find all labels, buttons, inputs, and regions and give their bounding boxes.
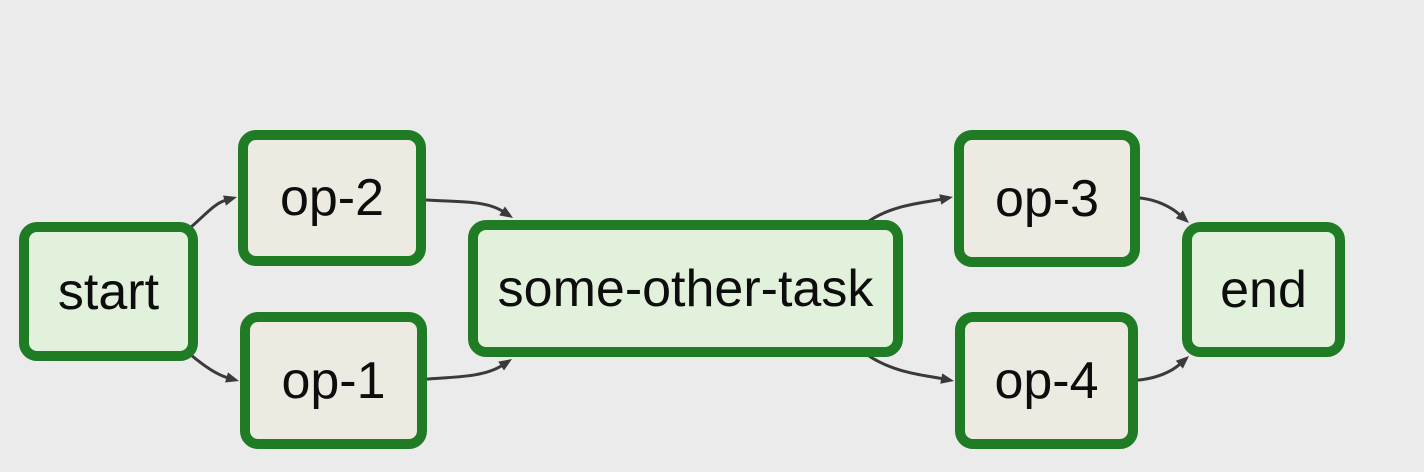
edge-some-other-task-op-3: [867, 197, 943, 223]
node-label: some-other-task: [497, 259, 874, 318]
dag-node-some-other-task[interactable]: some-other-task: [468, 220, 903, 357]
edge-op-4-end: [1137, 362, 1182, 382]
dag-node-start[interactable]: start: [19, 222, 198, 361]
node-label: op-1: [281, 351, 386, 410]
dag-node-op-1[interactable]: op-1: [240, 312, 427, 449]
node-label: op-2: [279, 169, 385, 227]
arrowhead-start-op-2: [223, 195, 237, 206]
arrowhead-op-4-end: [1175, 356, 1189, 369]
dag-node-op-2[interactable]: op-2: [238, 130, 426, 266]
edge-start-op-2: [189, 198, 227, 229]
dag-node-end[interactable]: end: [1182, 222, 1345, 357]
node-label: op-4: [994, 351, 1099, 410]
arrowhead-op-2-some-other-task: [499, 206, 513, 218]
edge-op-1-some-other-task: [426, 364, 504, 381]
arrowhead-some-other-task-op-3: [939, 194, 953, 205]
edge-some-other-task-op-4: [867, 354, 944, 381]
edge-start-op-1: [189, 353, 229, 380]
arrowhead-op-1-some-other-task: [498, 359, 512, 371]
node-label: end: [1220, 260, 1307, 319]
dag-node-op-4[interactable]: op-4: [955, 312, 1138, 449]
dag-node-op-3[interactable]: op-3: [954, 130, 1140, 267]
edge-op-3-end: [1138, 196, 1182, 217]
arrowhead-some-other-task-op-4: [940, 373, 954, 384]
arrowhead-start-op-1: [225, 372, 239, 383]
node-label: op-3: [994, 169, 1100, 228]
arrowhead-op-3-end: [1175, 210, 1189, 223]
node-label: start: [57, 262, 160, 321]
edge-op-2-some-other-task: [425, 198, 505, 213]
